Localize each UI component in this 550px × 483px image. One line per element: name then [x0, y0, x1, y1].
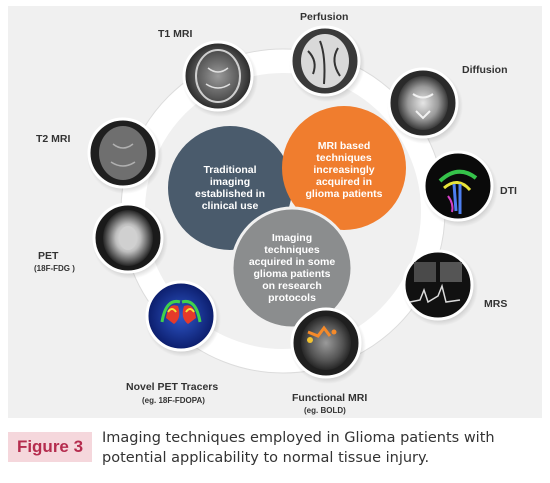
mri-based-text: MRI based techniques increasingly acquir… — [305, 140, 383, 200]
label-t1-mri: T1 MRI — [158, 28, 193, 40]
label-functional-mri: Functional MRI — [292, 392, 368, 404]
label-novel-pet-tracers-sub: (eg. 18F-FDOPA) — [142, 396, 205, 405]
label-mrs: MRS — [484, 298, 508, 310]
label-novel-pet-tracers: Novel PET Tracers — [126, 381, 219, 393]
caption-line: Imaging techniques employed in Glioma pa… — [102, 430, 495, 446]
pet-image — [92, 202, 168, 279]
label-t2-mri: T2 MRI — [36, 133, 71, 145]
caption-text: Imaging techniques employed in Glioma pa… — [102, 428, 542, 468]
t1-mri-image — [182, 40, 258, 117]
mri-based-circle — [282, 106, 406, 230]
figure-panel: Traditional imaging established in clini… — [8, 6, 542, 418]
caption-line: potential applicability to normal tissue… — [102, 450, 430, 466]
novel-pet-tracers-image — [145, 280, 221, 357]
perfusion-image — [289, 25, 365, 102]
imaging-diagram — [87, 25, 498, 384]
label-dti: DTI — [500, 185, 517, 197]
label-pet-sub: (18F-FDG ) — [34, 264, 75, 273]
mrs-image — [402, 249, 478, 326]
dti-image — [422, 150, 498, 227]
label-functional-mri-sub: (eg. BOLD) — [304, 406, 346, 415]
diffusion-image — [387, 67, 463, 144]
figure-number-badge: Figure 3 — [8, 432, 92, 462]
functional-mri-image — [290, 307, 366, 384]
research-imaging-text: Imaging techniques acquired in some glio… — [248, 232, 336, 304]
label-diffusion: Diffusion — [462, 64, 508, 76]
label-pet: PET — [38, 250, 59, 262]
figure-caption: Figure 3 Imaging techniques employed in … — [8, 424, 542, 480]
label-perfusion: Perfusion — [300, 11, 349, 23]
research-imaging-circle — [230, 206, 354, 330]
t2-mri-image — [87, 117, 163, 194]
traditional-imaging-text: Traditional imaging established in clini… — [194, 164, 266, 212]
